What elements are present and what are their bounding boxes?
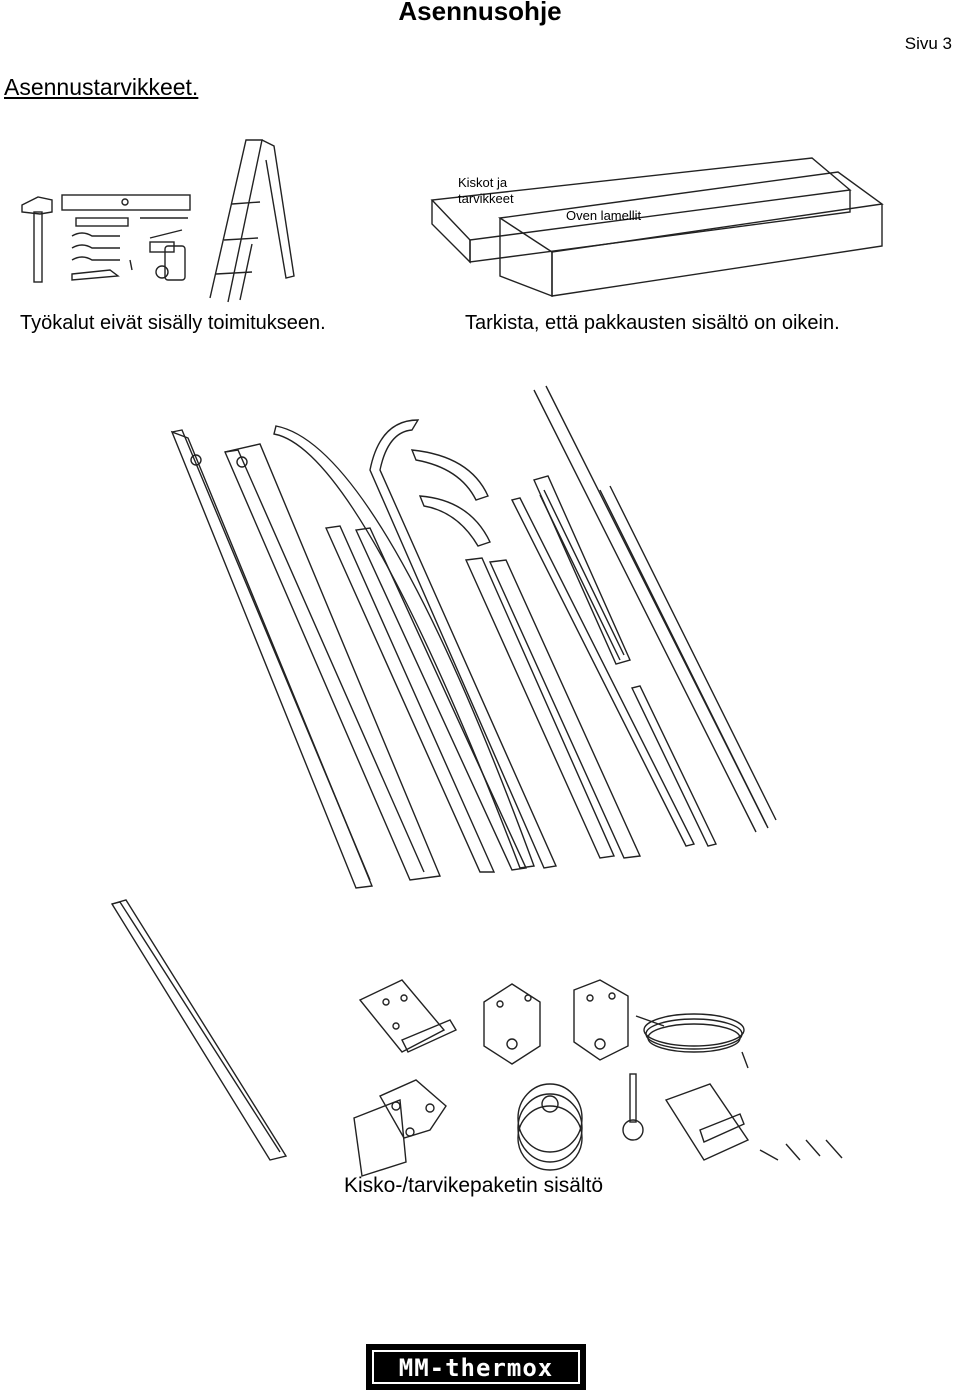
tools-caption: Työkalut eivät sisälly toimitukseen. <box>20 312 326 334</box>
label-rails-and-accessories: Kiskot ja tarvikkeet <box>458 175 514 206</box>
page-number: Sivu 3 <box>904 34 952 53</box>
section-heading: Asennustarvikkeet. <box>4 74 199 100</box>
package-boxes-icon <box>430 157 884 298</box>
kit-contents-caption: Kisko-/tarvikepaketin sisältö <box>344 1174 604 1197</box>
hardware-parts-illustration <box>353 979 843 1177</box>
label-door-slats: Oven lamellit <box>566 208 642 223</box>
ladder-icon <box>209 139 295 303</box>
rail-parts-illustration <box>110 385 777 1161</box>
toolboard-icon <box>61 194 191 281</box>
document-title: Asennusohje <box>398 0 562 26</box>
hammer-icon <box>21 196 53 283</box>
check-contents-caption: Tarkista, että pakkausten sisältö on oik… <box>465 312 840 334</box>
company-logo: MM-thermox <box>366 1344 586 1390</box>
logo-text: MM-thermox <box>372 1350 580 1384</box>
